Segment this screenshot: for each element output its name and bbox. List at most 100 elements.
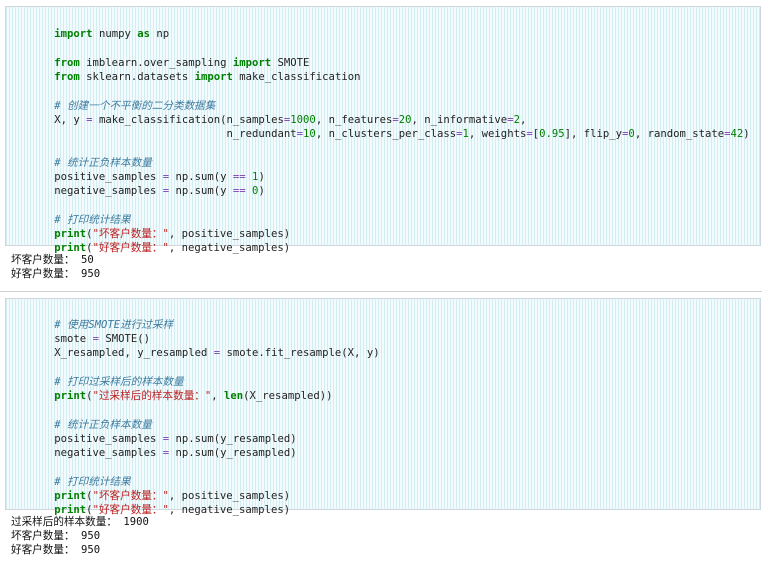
number: 42 [730, 128, 744, 140]
code-line: negative_samples = np.sum(y == 0) [16, 170, 265, 197]
code-line: # 打印过采样后的样本数量 [16, 361, 183, 388]
code-line: print("好客户数量：", negative_samples) [16, 227, 290, 254]
string-literal: "好客户数量：" [92, 242, 169, 254]
operator: = [392, 114, 399, 126]
code-text: , positive_samples) [168, 228, 291, 240]
code-comment: # 创建一个不平衡的二分类数据集 [54, 100, 216, 112]
string-literal: "好客户数量：" [92, 504, 169, 516]
code-text: ( [86, 390, 93, 402]
code-line: print("坏客户数量：", positive_samples) [16, 213, 290, 240]
code-text: n_redundant [54, 128, 297, 140]
builtin: print [54, 242, 87, 254]
code-comment: # 统计正负样本数量 [54, 419, 152, 431]
operator: = [283, 114, 291, 126]
number: 10 [303, 128, 316, 140]
operator: == [232, 171, 246, 183]
keyword: import [54, 28, 93, 40]
code-line: print("好客户数量：", negative_samples) [16, 489, 290, 516]
string-literal: "坏客户数量：" [92, 228, 169, 240]
code-text: negative_samples [54, 447, 163, 459]
code-text: np.sum(y_resampled) [169, 447, 297, 459]
code-line: negative_samples = np.sum(y_resampled) [16, 432, 296, 459]
code-comment: # 打印统计结果 [54, 476, 131, 488]
code-line: # 打印统计结果 [16, 461, 130, 488]
number: 1 [252, 171, 259, 183]
code-text: ) [258, 171, 265, 183]
code-line: from sklearn.datasets import make_classi… [16, 56, 360, 83]
output-line: 好客户数量： 950 [11, 544, 101, 556]
code-text: , random_state [634, 128, 725, 140]
operator: = [162, 185, 170, 197]
code-text: , weights [468, 128, 527, 140]
number: 0 [252, 185, 259, 197]
operator: = [724, 128, 731, 140]
code-text: [ [532, 128, 540, 140]
code-text: X_resampled, y_resampled [54, 347, 214, 359]
operator: = [162, 433, 170, 445]
code-line: # 打印统计结果 [16, 199, 130, 226]
code-text: , negative_samples) [168, 504, 291, 516]
code-comment: # 打印过采样后的样本数量 [54, 376, 184, 388]
code-text: ( [86, 504, 93, 516]
operator: = [213, 347, 221, 359]
code-text: , n_informative [411, 114, 508, 126]
code-text: ], flip_y [564, 128, 623, 140]
builtin: print [54, 390, 87, 402]
notebook-cell-2: # 使用SMOTE进行过采样 smote = SMOTE() X_resampl… [0, 292, 762, 569]
code-line: print("坏客户数量：", positive_samples) [16, 475, 290, 502]
number: 2 [513, 114, 520, 126]
code-text: ( [86, 228, 93, 240]
code-text: , [211, 390, 225, 402]
code-text: positive_samples [54, 171, 163, 183]
code-text: SMOTE() [98, 333, 150, 345]
code-text: positive_samples [54, 433, 163, 445]
code-comment: # 打印统计结果 [54, 214, 131, 226]
code-text: smote.fit_resample(X, y) [220, 347, 380, 359]
code-text: np.sum(y [169, 185, 233, 197]
code-input-cell-2[interactable]: # 使用SMOTE进行过采样 smote = SMOTE() X_resampl… [5, 298, 761, 516]
code-line: print("过采样后的样本数量：", len(X_resampled)) [16, 375, 332, 402]
code-line: # 创建一个不平衡的二分类数据集 [16, 85, 215, 112]
string-literal: "坏客户数量：" [92, 490, 169, 502]
number: 1000 [290, 114, 316, 126]
operator: = [162, 447, 170, 459]
output-line: 过采样后的样本数量： 1900 [11, 516, 149, 528]
code-line: # 统计正负样本数量 [16, 142, 152, 169]
cell-divider [0, 291, 762, 292]
code-line: positive_samples = np.sum(y == 1) [16, 156, 265, 183]
code-line: positive_samples = np.sum(y_resampled) [16, 418, 296, 445]
string-literal: "过采样后的样本数量：" [92, 390, 212, 402]
keyword: import [232, 57, 272, 69]
code-text: ) [743, 128, 750, 140]
code-line: # 使用SMOTE进行过采样 [16, 304, 173, 331]
builtin: len [224, 390, 244, 402]
code-text: smote [54, 333, 93, 345]
code-text: ( [86, 490, 93, 502]
output-line: 好客户数量： 950 [11, 268, 101, 280]
operator: = [507, 114, 514, 126]
operator: = [162, 171, 170, 183]
code-text: ( [86, 242, 93, 254]
operator: = [86, 114, 93, 126]
code-text: sklearn.datasets [79, 71, 195, 83]
keyword: from [54, 71, 80, 83]
operator: = [296, 128, 304, 140]
code-text: np.sum(y [169, 171, 233, 183]
code-comment: # 使用SMOTE进行过采样 [54, 319, 174, 331]
keyword: as [137, 28, 150, 40]
code-text: make_classification [232, 71, 361, 83]
code-text: imblearn.over_sampling [79, 57, 233, 69]
output-line: 坏客户数量： 950 [11, 530, 101, 542]
keyword: import [194, 71, 233, 83]
operator: = [92, 333, 99, 345]
builtin: print [54, 504, 87, 516]
keyword: from [54, 57, 80, 69]
code-text: , n_clusters_per_class [315, 128, 457, 140]
code-text: ) [258, 185, 265, 197]
code-text: , positive_samples) [168, 490, 291, 502]
builtin: print [54, 228, 87, 240]
number: 0.95 [539, 128, 565, 140]
output-line: 坏客户数量： 50 [11, 254, 94, 266]
code-input-cell-1[interactable]: import numpy as np from imblearn.over_sa… [5, 6, 761, 254]
number: 0 [628, 128, 635, 140]
